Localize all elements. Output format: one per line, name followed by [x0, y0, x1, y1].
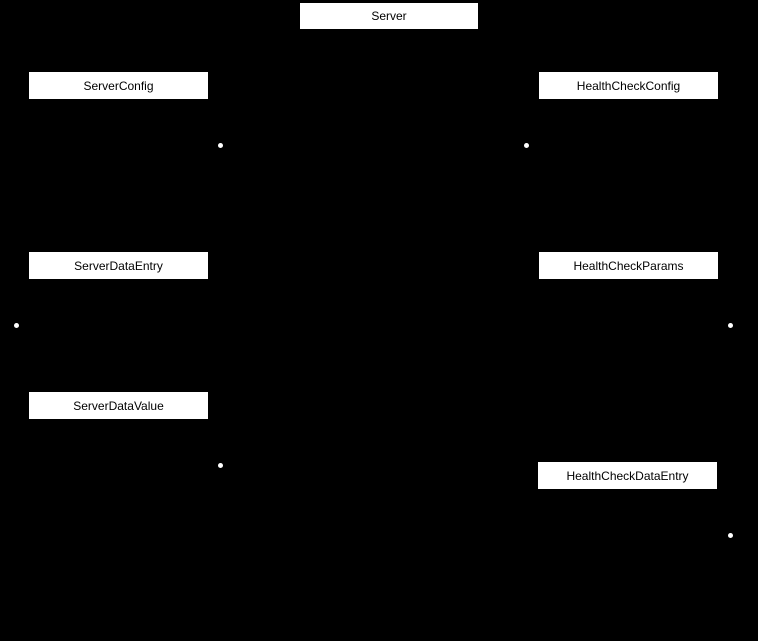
- node-server-data-value: ServerDataValue: [29, 392, 208, 419]
- node-health-check-config-label: HealthCheckConfig: [576, 78, 681, 93]
- node-server-data-entry-label: ServerDataEntry: [74, 258, 163, 273]
- connector-dot-icon: [728, 323, 733, 328]
- node-server-config-label: ServerConfig: [83, 78, 154, 93]
- node-server-label: Server: [371, 9, 407, 23]
- node-health-check-params-label: HealthCheckParams: [573, 258, 684, 273]
- node-health-check-data-entry-label: HealthCheckDataEntry: [566, 468, 689, 483]
- node-server-config: ServerConfig: [29, 72, 208, 99]
- connector-dot-icon: [524, 143, 529, 148]
- node-health-check-data-entry: HealthCheckDataEntry: [538, 462, 717, 489]
- node-health-check-params: HealthCheckParams: [539, 252, 718, 279]
- connector-dot-icon: [218, 143, 223, 148]
- node-server-data-value-label: ServerDataValue: [73, 398, 164, 413]
- node-server-data-entry: ServerDataEntry: [29, 252, 208, 279]
- connector-dot-icon: [14, 323, 19, 328]
- connector-dot-icon: [218, 463, 223, 468]
- connector-dot-icon: [728, 533, 733, 538]
- node-server: Server: [300, 3, 478, 29]
- node-health-check-config: HealthCheckConfig: [539, 72, 718, 99]
